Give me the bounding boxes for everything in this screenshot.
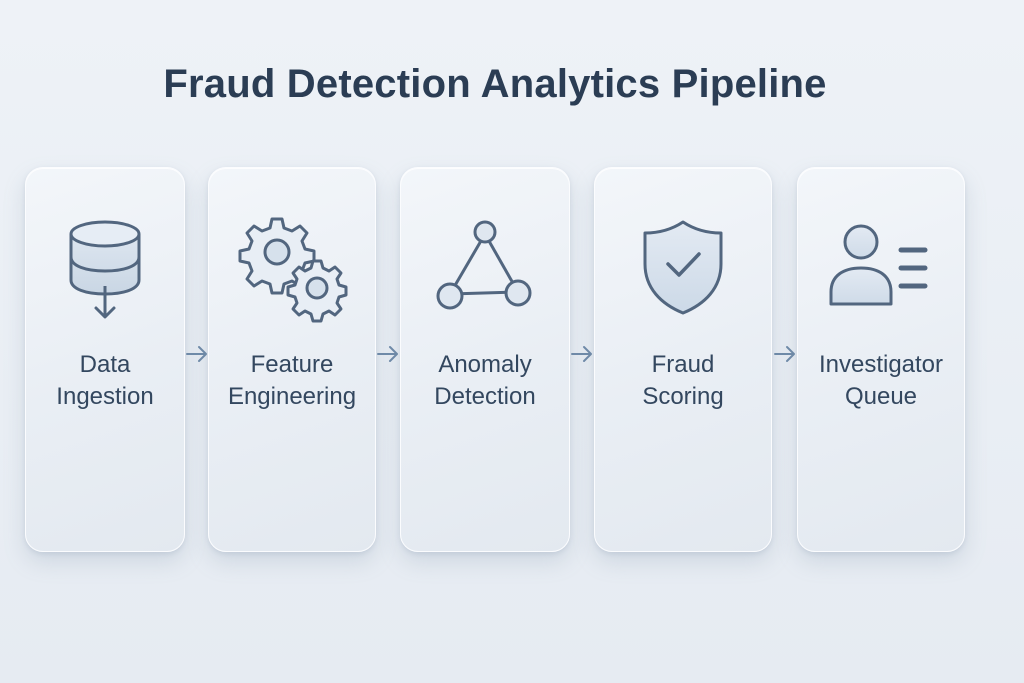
stage-label-line: Investigator: [818, 351, 944, 378]
stage-card-data-ingestion: Data Ingestion: [25, 167, 185, 552]
shield-check-icon: [623, 216, 743, 326]
stage-label: Investigator Queue: [798, 349, 964, 413]
stage-card-investigator-queue: Investigator Queue: [797, 167, 965, 552]
stage-label-line: Feature: [250, 351, 334, 378]
database-download-icon: [45, 216, 165, 326]
stage-label-line: Anomaly: [438, 351, 532, 378]
flow-arrow-icon: [774, 344, 796, 364]
stage-label-line: Scoring: [642, 383, 724, 410]
stage-label: Fraud Scoring: [595, 349, 771, 413]
flow-arrow-icon: [186, 344, 208, 364]
stage-card-fraud-scoring: Fraud Scoring: [594, 167, 772, 552]
flow-arrow-icon: [571, 344, 593, 364]
flow-arrow-icon: [377, 344, 399, 364]
stage-label-line: Fraud: [651, 351, 715, 378]
stage-label: Anomaly Detection: [401, 349, 569, 413]
stage-card-anomaly-detection: Anomaly Detection: [400, 167, 570, 552]
stage-label-line: Data: [79, 351, 131, 378]
stage-label-line: Queue: [844, 383, 918, 410]
stage-label-line: Ingestion: [56, 383, 154, 410]
stage-label-line: Engineering: [227, 383, 357, 410]
user-list-icon: [821, 216, 941, 326]
gears-icon: [232, 216, 352, 326]
stage-label-line: Detection: [434, 383, 536, 410]
stage-label: Feature Engineering: [209, 349, 375, 413]
diagram-title: Fraud Detection Analytics Pipeline: [163, 62, 827, 106]
stage-card-feature-engineering: Feature Engineering: [208, 167, 376, 552]
stage-label: Data Ingestion: [26, 349, 184, 413]
network-triangle-icon: [425, 216, 545, 326]
